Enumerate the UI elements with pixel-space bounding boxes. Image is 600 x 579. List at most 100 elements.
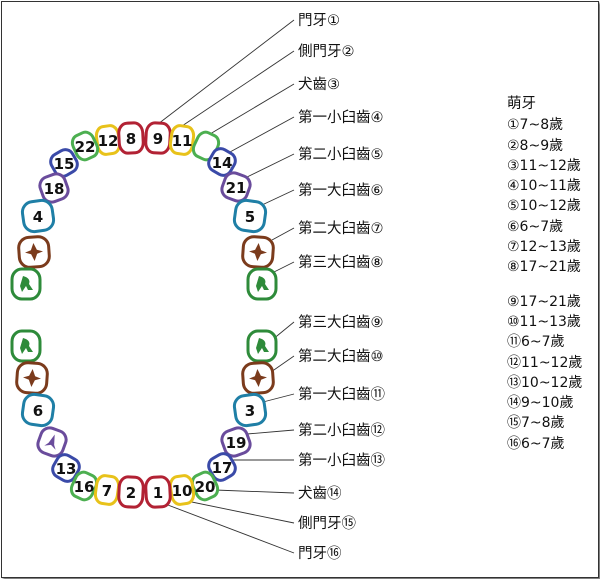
upper-label-5: 第二小臼齒⑤ <box>298 145 384 163</box>
tooth-number: 6 <box>33 402 43 420</box>
eruption-upper-6: ⑥6~7歲 <box>507 218 564 235</box>
lower-tooth-6: 3 <box>232 392 268 428</box>
lower-leader-7 <box>181 499 295 524</box>
tooth-outline <box>20 198 56 234</box>
cusp-icon <box>20 276 33 292</box>
tooth-number: 10 <box>172 482 193 500</box>
eruption-upper-7: ⑦12~13歲 <box>507 239 581 256</box>
lower-label-1: 第三大臼齒⑨ <box>298 313 384 331</box>
lower-leader-3 <box>262 393 295 403</box>
lower-tooth-9: 13 <box>51 453 81 483</box>
cusp-icon <box>20 338 33 354</box>
eruption-lower-10: ⑩11~13歲 <box>507 313 581 330</box>
lower-tooth-12: 20 <box>190 470 220 502</box>
upper-tooth-13 <box>17 235 51 269</box>
eruption-spacer <box>507 278 593 292</box>
lower-label-5: 第一小臼齒⑬ <box>298 451 385 469</box>
upper-tooth-7: 15 <box>49 148 79 178</box>
eruption-upper-8: ⑧17~21歲 <box>507 259 581 276</box>
tooth-number: 12 <box>98 132 119 150</box>
tooth-outline <box>117 475 145 509</box>
upper-tooth-8: 14 <box>207 147 237 177</box>
tooth-number: 1 <box>153 484 163 502</box>
upper-leader-1 <box>157 19 295 125</box>
upper-label-6: 第一大臼齒⑥ <box>298 181 384 199</box>
tooth-number: 14 <box>212 154 233 172</box>
upper-leader-4 <box>229 116 295 153</box>
eruption-lower-9: ⑨17~21歲 <box>507 293 581 310</box>
upper-tooth-12: 5 <box>232 198 268 234</box>
tooth-outline <box>207 452 237 482</box>
lower-tooth-7 <box>36 426 68 458</box>
upper-tooth-14 <box>241 235 275 269</box>
upper-tooth-15 <box>10 267 42 301</box>
tooth-number: 22 <box>75 138 96 156</box>
tooth-outline <box>20 392 56 428</box>
tooth-outline <box>207 147 237 177</box>
tooth-outline <box>220 171 252 203</box>
cusp-icon <box>249 369 267 387</box>
upper-tooth-6: 22 <box>70 130 100 162</box>
eruption-title: 萌牙 <box>507 96 536 112</box>
tooth-labels: 門牙①側門牙②犬齒③第一小臼齒④第二小臼齒⑤第一大臼齒⑥第二大臼齒⑦第三大臼齒⑧… <box>298 13 385 562</box>
tooth-number: 20 <box>195 478 216 496</box>
eruption-upper-3: ③11~12歲 <box>507 157 581 174</box>
upper-label-1: 門牙① <box>298 13 340 29</box>
tooth-number: 5 <box>245 208 255 226</box>
lower-tooth-11: 16 <box>69 470 99 502</box>
upper-leader-6 <box>261 189 295 206</box>
upper-tooth-4: 11 <box>168 124 196 156</box>
cusp-icon <box>249 243 267 261</box>
lower-tooth-14: 10 <box>168 474 196 506</box>
upper-label-2: 側門牙② <box>298 43 355 60</box>
upper-tooth-9: 18 <box>38 172 70 204</box>
lower-tooth-10: 17 <box>207 452 237 482</box>
lower-label-8: 門牙⑯ <box>298 545 342 562</box>
lower-leader-2 <box>270 355 295 373</box>
eruption-upper-1: ①7~8歲 <box>507 117 564 134</box>
tooth-number: 2 <box>126 484 136 502</box>
tooth-number: 11 <box>172 132 193 150</box>
upper-tooth-16 <box>246 267 278 301</box>
tooth-outline <box>168 124 196 156</box>
lower-leader-6 <box>214 489 295 494</box>
upper-tooth-1: 12 <box>94 124 122 156</box>
tooth-outline <box>49 148 79 178</box>
cusp-icon <box>256 276 269 292</box>
tooth-outline <box>144 475 172 509</box>
lower-tooth-15: 2 <box>117 475 145 509</box>
upper-tooth-10: 21 <box>220 171 252 203</box>
tooth-outline <box>51 453 81 483</box>
leader-lines <box>157 19 295 554</box>
upper-label-4: 第一小臼齒④ <box>298 108 384 126</box>
eruption-upper-2: ②8~9歲 <box>507 137 564 154</box>
lower-label-2: 第二大臼齒⑩ <box>298 347 384 365</box>
eruption-lower-13: ⑬10~12歲 <box>507 374 583 391</box>
upper-label-8: 第三大臼齒⑧ <box>298 253 384 271</box>
tooth-number: 17 <box>212 459 233 477</box>
upper-leader-7 <box>271 227 295 241</box>
cusp-icon <box>44 434 56 450</box>
upper-leader-3 <box>209 83 295 135</box>
lower-tooth-16: 1 <box>144 475 172 509</box>
tooth-outline <box>220 426 252 458</box>
upper-leader-2 <box>181 50 295 127</box>
eruption-lower-14: ⑭9~10歲 <box>507 395 574 412</box>
tooth-outline <box>117 121 145 155</box>
upper-tooth-11: 4 <box>20 198 56 234</box>
tooth-outline <box>232 392 268 428</box>
upper-leader-8 <box>273 261 295 273</box>
upper-tooth-3: 9 <box>144 121 172 155</box>
cusp-icon <box>256 338 269 354</box>
lower-leader-8 <box>159 501 295 554</box>
lower-label-6: 犬齒⑭ <box>298 485 342 502</box>
lower-tooth-2 <box>246 329 278 363</box>
lower-tooth-1 <box>10 329 42 363</box>
lower-tooth-13: 7 <box>93 474 121 506</box>
tooth-number: 15 <box>54 155 75 173</box>
lower-tooth-3 <box>15 361 49 395</box>
tooth-outline <box>69 470 99 502</box>
lower-leader-4 <box>246 429 295 435</box>
lower-tooth-8: 19 <box>220 426 252 458</box>
